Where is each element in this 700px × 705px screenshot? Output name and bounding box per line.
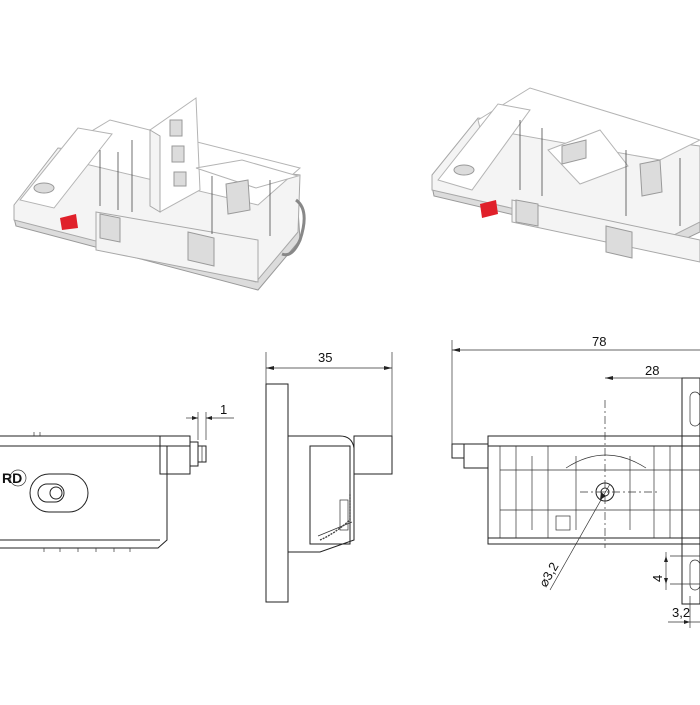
red-marker-icon [60,214,78,230]
dim-depth: 35 [318,350,332,365]
dim-side-thickness: 1 [220,402,227,417]
render-isometric-closed [13,97,306,291]
drawing-top-view: ⌀3,2 78 28 4 3,2 [451,334,700,628]
dim-overall-length: 78 [592,334,606,349]
dim-slot-height: 4 [650,575,665,582]
dim-slot-offset: 3,2 [672,605,690,620]
dim-hole-diameter: ⌀3,2 [536,560,562,590]
render-isometric-open [431,87,700,263]
logo-rd: RD [2,470,22,486]
drawing-side-view: RD 1 [0,402,234,552]
dim-hole-offset: 28 [645,363,659,378]
drawing-section-view: 35 [265,350,393,603]
red-marker-icon [480,200,498,218]
